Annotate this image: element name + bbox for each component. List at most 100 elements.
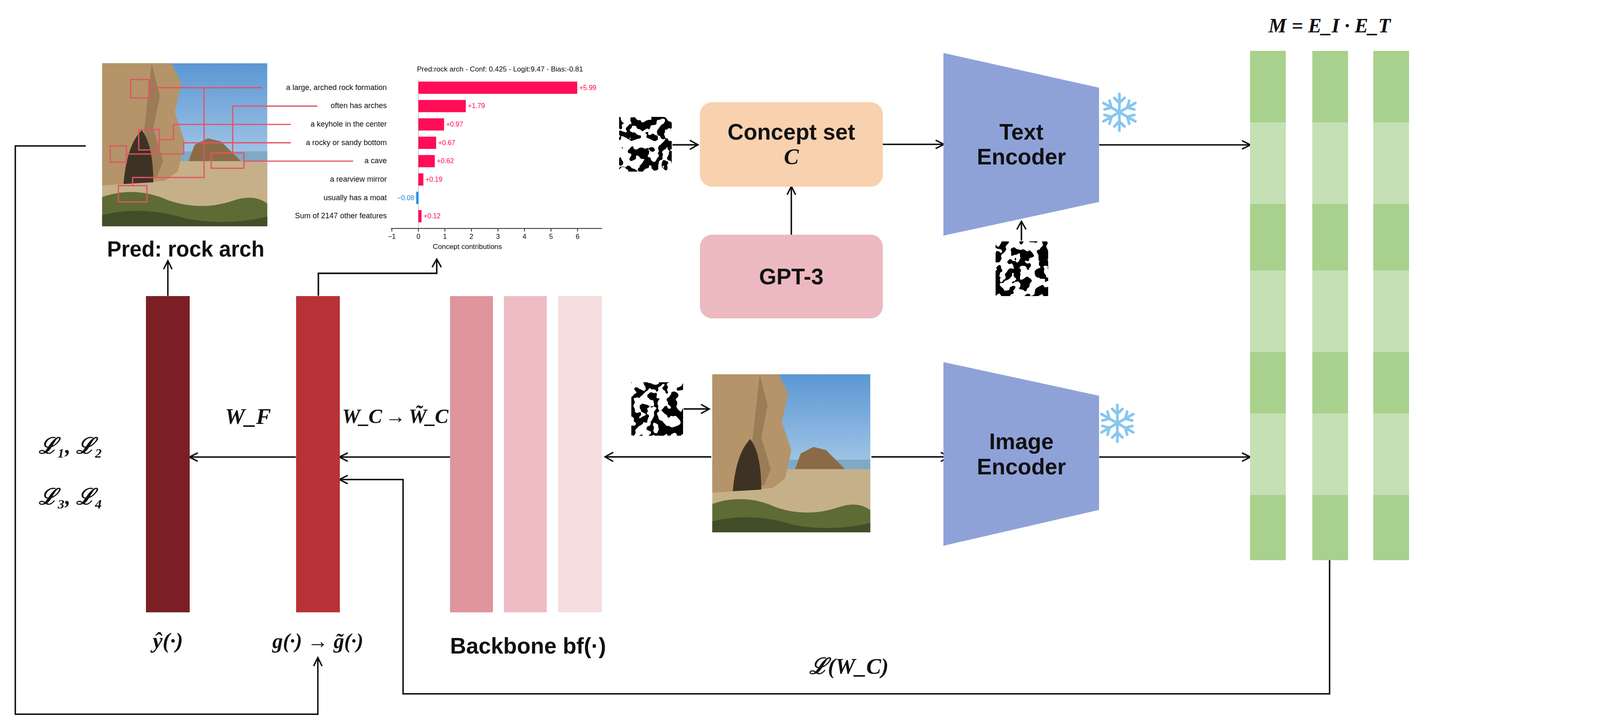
chart-title: Pred:rock arch - Conf: 0.425 - Logit:9.4… bbox=[416, 65, 583, 74]
region-box bbox=[138, 129, 160, 150]
contribution-value: +0.19 bbox=[425, 175, 443, 184]
connector bbox=[15, 145, 318, 715]
layer-bar bbox=[296, 296, 340, 613]
connector bbox=[882, 143, 944, 146]
arrow bbox=[871, 456, 949, 459]
layer-bar bbox=[450, 296, 493, 613]
arrow bbox=[672, 144, 699, 146]
contribution-value: +5.99 bbox=[579, 84, 597, 92]
axis-ticks bbox=[392, 228, 578, 232]
embedding-column bbox=[1250, 50, 1286, 561]
connector bbox=[339, 456, 451, 459]
tick-label: 0 bbox=[416, 233, 421, 241]
mask-patches bbox=[619, 117, 1049, 436]
embedding-column bbox=[1373, 50, 1410, 561]
similarity-matrix: M = E_I · E_T bbox=[1250, 7, 1410, 560]
bars bbox=[416, 81, 578, 223]
node-label: Backbone bf(·) bbox=[450, 633, 607, 659]
weight-label: ℒ(W_C) bbox=[807, 654, 891, 679]
bar bbox=[418, 136, 437, 149]
connector bbox=[1099, 144, 1250, 146]
text-encoder: Text Encoder bbox=[943, 52, 1100, 236]
concept-name: a rocky or sandy bottom bbox=[305, 138, 387, 148]
axis-title: Concept contributions bbox=[432, 243, 502, 252]
gpt-box: GPT-3 bbox=[699, 234, 883, 319]
node-label: Text Encoder bbox=[968, 119, 1074, 170]
x-axis bbox=[390, 227, 602, 229]
node-label: Image Encoder bbox=[968, 429, 1074, 480]
tick-label: 6 bbox=[575, 233, 580, 241]
bar bbox=[418, 173, 424, 186]
node-symbol: C bbox=[784, 144, 799, 170]
prediction-image: Pred: rock arch bbox=[85, 63, 287, 262]
arrow bbox=[318, 259, 437, 296]
image-encoder: Image Encoder bbox=[943, 362, 1100, 546]
leader-line bbox=[243, 160, 354, 162]
node-label: Concept set bbox=[727, 119, 856, 145]
region-box bbox=[118, 185, 147, 202]
tick-label: 3 bbox=[495, 233, 500, 241]
region-box bbox=[211, 153, 244, 169]
concept-name: a cave bbox=[364, 156, 387, 166]
bar bbox=[418, 118, 445, 131]
connector bbox=[166, 261, 169, 296]
frozen-icon bbox=[1100, 93, 1138, 131]
arrow bbox=[683, 408, 710, 411]
concept-name: Sum of 2147 other features bbox=[294, 211, 387, 221]
contribution-value: +0.67 bbox=[438, 139, 456, 147]
trapezoid-shape bbox=[943, 52, 1100, 236]
trapezoid-shape bbox=[943, 362, 1100, 546]
backbone: Backbone bf(·) bbox=[450, 296, 602, 664]
connector bbox=[1099, 456, 1250, 459]
weight-label: W_F bbox=[223, 404, 273, 429]
concept-name: usually has a moat bbox=[323, 193, 387, 203]
contribution-value: +0.12 bbox=[423, 212, 441, 221]
input-arrows bbox=[318, 144, 1022, 457]
noise-mask bbox=[996, 241, 1049, 297]
node-label: ŷ(·) bbox=[152, 628, 183, 654]
noise-mask bbox=[619, 117, 672, 172]
frozen-icon bbox=[1099, 405, 1137, 442]
bar bbox=[418, 81, 578, 94]
embedding-column bbox=[1312, 50, 1349, 561]
arrow bbox=[605, 456, 712, 459]
contribution-value: +0.97 bbox=[446, 120, 464, 129]
node-label: GPT-3 bbox=[759, 264, 824, 289]
leader-line bbox=[148, 87, 263, 89]
concept-name: a rearview mirror bbox=[329, 175, 387, 184]
concept-layer: g(·) → g̃(·) bbox=[296, 296, 340, 659]
tick-label: 4 bbox=[522, 233, 527, 241]
weight-label: W_C → W̃_C bbox=[340, 405, 450, 428]
prediction-photo bbox=[102, 63, 268, 227]
tick-label: 1 bbox=[442, 233, 447, 241]
leader-line bbox=[132, 87, 204, 186]
leader-line bbox=[232, 105, 318, 154]
input-photo bbox=[712, 374, 871, 533]
contribution-value: +0.62 bbox=[437, 157, 454, 166]
layer-bar bbox=[558, 296, 602, 613]
bar bbox=[418, 155, 435, 168]
bar bbox=[418, 100, 467, 113]
tick-label: −1 bbox=[387, 233, 396, 241]
layer-bar bbox=[503, 296, 547, 613]
leader-line bbox=[126, 142, 292, 154]
leader-line bbox=[158, 124, 291, 140]
loss-terms: ℒ₁, ℒ₂ bbox=[38, 433, 103, 459]
trapezoid-fill bbox=[943, 362, 1100, 546]
concept-leaders bbox=[110, 79, 353, 202]
bar bbox=[418, 210, 422, 223]
loss-terms: ℒ₃, ℒ₄ bbox=[38, 484, 103, 509]
region-box bbox=[110, 145, 127, 163]
bar bbox=[416, 191, 419, 204]
connector bbox=[339, 479, 1330, 694]
node-label: Pred: rock arch bbox=[106, 237, 265, 262]
layer-bar bbox=[145, 296, 190, 613]
trapezoid-fill bbox=[943, 52, 1100, 236]
contribution-value: +1.79 bbox=[467, 102, 485, 111]
contribution-chart bbox=[390, 79, 602, 232]
arrow bbox=[1020, 221, 1023, 241]
